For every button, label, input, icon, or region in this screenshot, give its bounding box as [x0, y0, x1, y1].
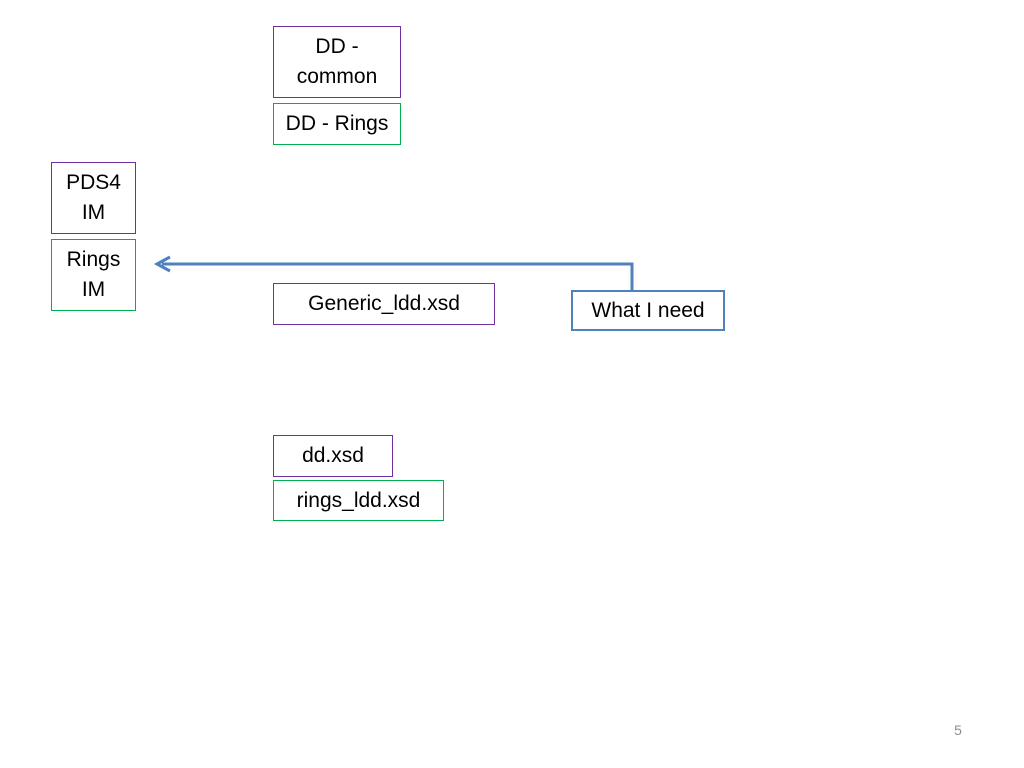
- rings-ldd-box: rings_ldd.xsd: [273, 480, 444, 521]
- dd-xsd-box: dd.xsd: [273, 435, 393, 477]
- rings-im-box: Rings IM: [51, 239, 136, 311]
- what-i-need-box: What I need: [571, 290, 725, 331]
- arrowhead-icon: [153, 255, 171, 273]
- what-i-need-label: What I need: [591, 298, 705, 322]
- dd-xsd-label: dd.xsd: [302, 444, 364, 467]
- dd-rings-box: DD - Rings: [273, 103, 401, 145]
- generic-ldd-box: Generic_ldd.xsd: [273, 283, 495, 325]
- generic-ldd-label: Generic_ldd.xsd: [308, 292, 460, 315]
- rings-im-label: Rings IM: [66, 248, 121, 301]
- pds4-im-label: PDS4 IM: [66, 171, 121, 224]
- pds4-im-box: PDS4 IM: [51, 162, 136, 234]
- dd-common-label: DD - common: [296, 35, 378, 88]
- rings-ldd-label: rings_ldd.xsd: [296, 488, 421, 512]
- dd-common-box: DD - common: [273, 26, 401, 98]
- dd-rings-label: DD - Rings: [285, 112, 389, 135]
- slide-number: 5: [954, 722, 962, 738]
